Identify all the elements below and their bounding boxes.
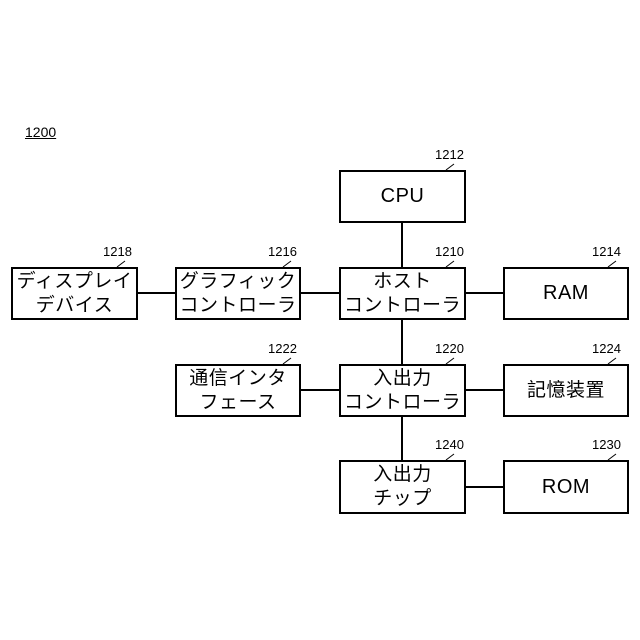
host-controller-block: ホスト コントローラ <box>339 267 466 320</box>
graphic-controller-label-line2: コントローラ <box>179 294 296 318</box>
storage-device-label: 記憶装置 <box>527 379 605 403</box>
io-controller-block: 入出力 コントローラ <box>339 364 466 417</box>
ref-rom: 1230 <box>592 437 621 452</box>
cpu-block: CPU <box>339 170 466 223</box>
host-controller-label-line2: コントローラ <box>344 294 461 318</box>
ref-host-controller: 1210 <box>435 244 464 259</box>
display-device-label-line2: デバイス <box>36 294 113 318</box>
rom-block: ROM <box>503 460 629 514</box>
storage-device-block: 記憶装置 <box>503 364 629 417</box>
ref-cpu: 1212 <box>435 147 464 162</box>
io-chip-block: 入出力 チップ <box>339 460 466 514</box>
ram-label: RAM <box>543 281 589 306</box>
io-chip-label-line1: 入出力 <box>373 463 432 487</box>
display-device-label-line1: ディスプレイ <box>17 270 133 294</box>
cpu-label: CPU <box>381 184 425 209</box>
ref-display-device: 1218 <box>103 244 132 259</box>
rom-label: ROM <box>542 475 590 500</box>
ref-graphic-controller: 1216 <box>268 244 297 259</box>
graphic-controller-block: グラフィック コントローラ <box>175 267 301 320</box>
ref-storage-device: 1224 <box>592 341 621 356</box>
ref-ram: 1214 <box>592 244 621 259</box>
comm-interface-label-line2: フェース <box>199 391 276 415</box>
host-controller-label-line1: ホスト <box>373 270 432 294</box>
graphic-controller-label-line1: グラフィック <box>180 270 297 294</box>
display-device-block: ディスプレイ デバイス <box>11 267 138 320</box>
io-controller-label-line1: 入出力 <box>373 367 432 391</box>
io-chip-label-line2: チップ <box>373 487 432 511</box>
ram-block: RAM <box>503 267 629 320</box>
ref-io-controller: 1220 <box>435 341 464 356</box>
comm-interface-label-line1: 通信インタ <box>189 367 287 391</box>
comm-interface-block: 通信インタ フェース <box>175 364 301 417</box>
ref-io-chip: 1240 <box>435 437 464 452</box>
ref-comm-interface: 1222 <box>268 341 297 356</box>
io-controller-label-line2: コントローラ <box>344 391 461 415</box>
